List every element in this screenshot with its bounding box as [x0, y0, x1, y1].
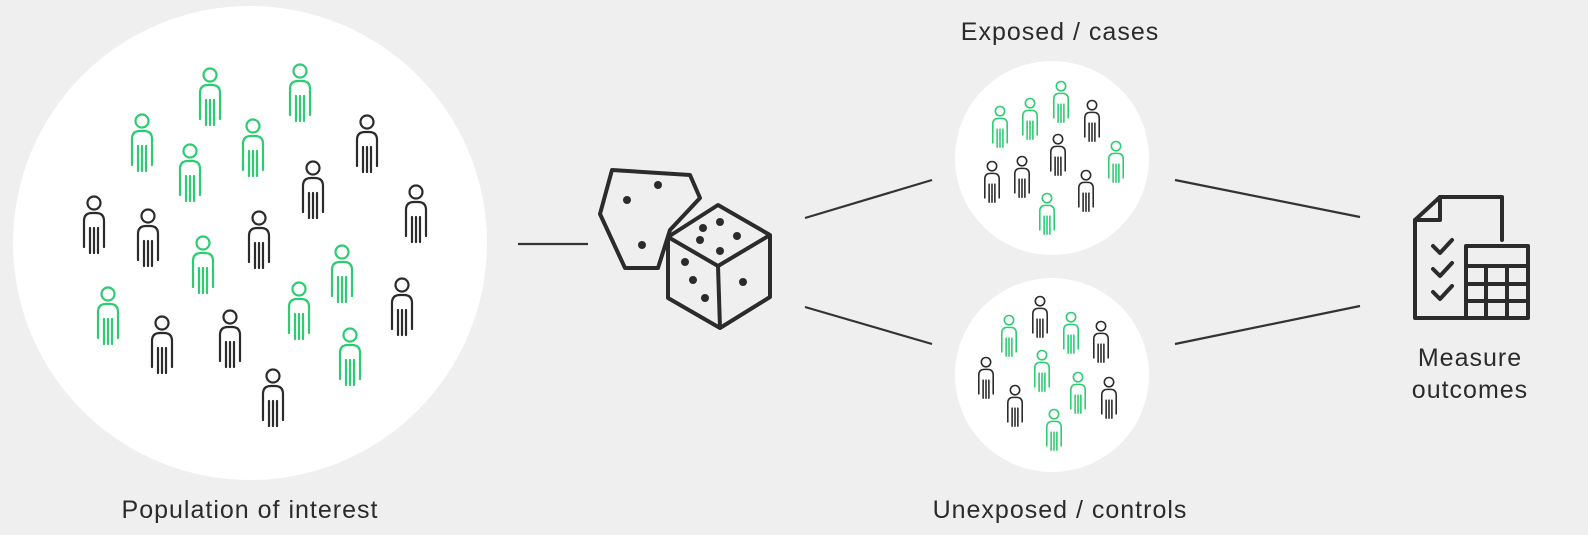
measure-label-line1: Measure	[1417, 344, 1523, 372]
connector-line	[804, 305, 933, 346]
population-label: Population of interest	[121, 496, 379, 524]
connector-line	[804, 178, 933, 220]
connector-line	[1174, 304, 1361, 346]
exposed-group-circle	[955, 61, 1149, 255]
dice-icon	[598, 168, 772, 330]
measure-label-line2: outcomes	[1411, 376, 1529, 404]
report-calculator-icon	[1413, 195, 1530, 320]
exposed-label: Exposed / cases	[960, 18, 1160, 46]
connector-line	[1174, 178, 1361, 219]
measure-outcomes-label: Measure outcomes	[1380, 342, 1560, 406]
unexposed-label: Unexposed / controls	[932, 496, 1188, 524]
unexposed-group-circle	[955, 278, 1149, 472]
